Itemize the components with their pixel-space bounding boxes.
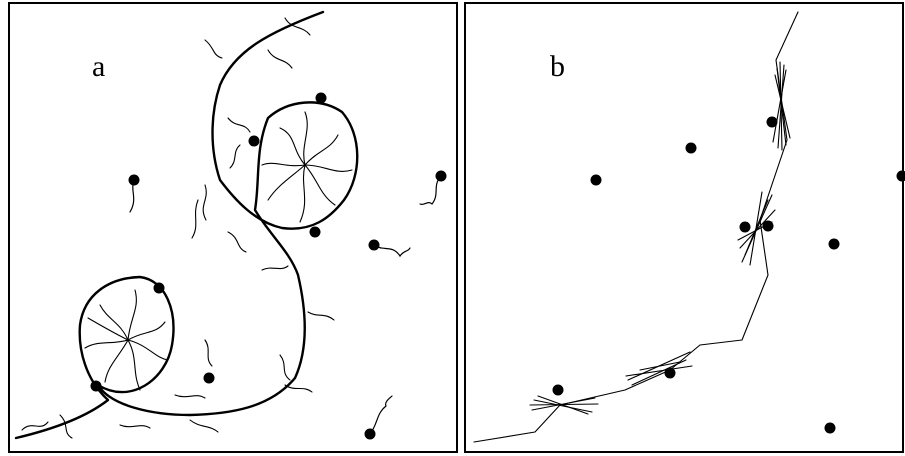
panel-b: b [464, 2, 905, 453]
panel-a: a [8, 2, 458, 453]
panel-a-side-chains [21, 17, 335, 439]
panel-a-lower-core [84, 289, 169, 391]
panel-a-dot-tails [129, 175, 442, 435]
panel-a-frame [8, 2, 458, 453]
panel-b-frame [464, 2, 904, 453]
panel-b-label: b [550, 50, 565, 83]
panel-a-label: a [92, 50, 105, 83]
panel-b-main-chain [473, 11, 799, 443]
panel-a-upper-core [261, 111, 353, 223]
panel-a-main-chain [14, 10, 359, 440]
panel-b-dots [552, 116, 905, 434]
panel-b-fold-bundles [529, 61, 791, 415]
